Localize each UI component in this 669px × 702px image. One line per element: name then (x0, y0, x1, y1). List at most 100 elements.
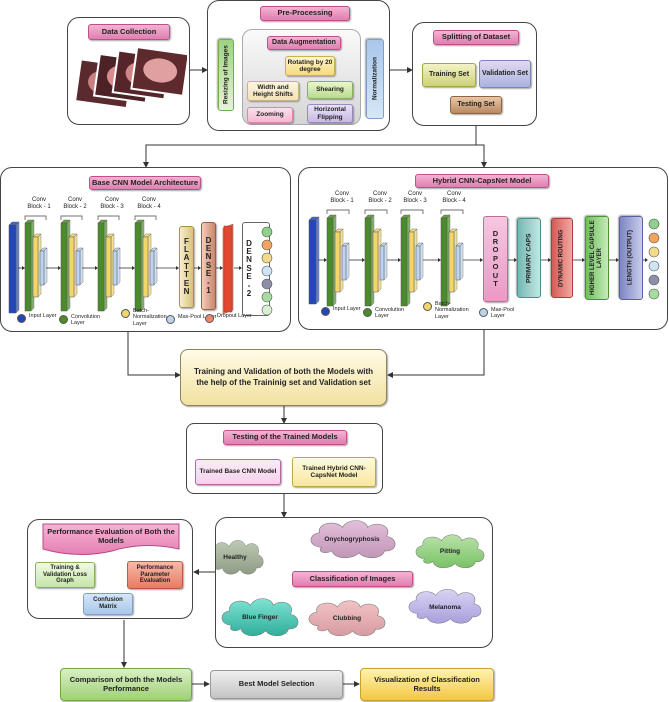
legend-label: Input Layer (333, 306, 361, 312)
flow-arrow-head (438, 258, 441, 262)
hybrid-output-nodes (648, 218, 660, 300)
resizing-label: Resizing of Images (218, 39, 234, 111)
conv-block-label: Conv Block - 1 (330, 191, 354, 204)
hybrid-title: Hybrid CNN-CapsNet Model (415, 174, 549, 188)
conv-block-label: Conv Block - 4 (442, 191, 466, 204)
best-model-box: Best Model Selection (210, 670, 343, 699)
legend-swatch (321, 307, 330, 316)
trained-hybrid-label: Trained Hybrid CNN-CapsNet Model (292, 457, 376, 487)
base-cnn-diagram (8, 215, 242, 315)
block-brace (440, 209, 464, 214)
cloud-blue-finger (221, 598, 299, 637)
base-cnn-title: Base CNN Model Architecture (89, 176, 201, 190)
flow-arrow-head (362, 258, 365, 262)
legend-swatch (121, 309, 130, 318)
loss-graph-label: Training & Validation Loss Graph (35, 562, 95, 588)
conv-block-label: Conv Block - 2 (368, 191, 392, 204)
cloud-layer (216, 520, 485, 637)
normalization-label: Normalization (366, 39, 384, 119)
trained-base-label: Trained Base CNN Model (195, 459, 281, 485)
hybrid-diagram (308, 209, 648, 307)
max-pool-layer (149, 247, 158, 286)
legend-item: Batch-Normalization Layer (121, 308, 177, 327)
legend-label: Max-Pool Layer (178, 314, 217, 320)
conv-layer (97, 219, 108, 312)
flow-arrow-head (176, 266, 179, 270)
block-brace (134, 215, 157, 220)
flow-arrow-head (480, 258, 483, 262)
preprocessing-title: Pre-Processing (260, 6, 350, 21)
confusion-matrix-label: Confusion Matrix (83, 593, 133, 615)
class-melanoma-label: Melanoma (429, 604, 461, 611)
output-node (261, 226, 273, 238)
flipping-label: Horizontal Flipping (307, 104, 353, 123)
output-node (648, 218, 660, 230)
output-node (261, 304, 273, 316)
rotating-label: Rotating by 20 degree (285, 56, 335, 76)
length-output-layer: LENGTH (OUTPUT) (619, 216, 643, 300)
training-validation-box: Training and Validation of both the Mode… (180, 349, 387, 406)
legend-swatch (166, 315, 175, 324)
performance-panel: Performance Evaluation of Both the Model… (27, 519, 193, 619)
dynamic-routing-layer: DYNAMIC ROUTING (551, 218, 573, 298)
legend-swatch (59, 315, 68, 324)
base-output-nodes (261, 226, 273, 316)
cloud-healthy (216, 540, 264, 575)
output-node (648, 246, 660, 258)
testing-set-label: Testing Set (450, 96, 502, 114)
conv-layer (326, 214, 337, 307)
max-pool-layer (415, 242, 424, 281)
legend-item: Max-Pool Layer (479, 307, 519, 320)
class-clubbing-label: Clubbing (332, 615, 362, 622)
cloud-melanoma (408, 589, 482, 624)
output-node (648, 260, 660, 272)
visualization-box: Visualization of Classification Results (360, 668, 494, 701)
data-collection-title: Data Collection (88, 24, 170, 40)
input-layer (308, 216, 320, 305)
conv-layer (24, 219, 35, 312)
flow-arrow-head (616, 258, 619, 262)
legend-item: Input Layer (321, 306, 361, 316)
splitting-panel: Splitting of Dataset Training Set Valida… (412, 22, 537, 126)
legend-item: Batch-Normalization Layer (423, 301, 479, 320)
flow-arrow-head (95, 266, 98, 270)
output-node (648, 274, 660, 286)
training-set-label: Training Set (422, 63, 476, 87)
performance-banner (42, 523, 180, 556)
base-cnn-panel: Base CNN Model Architecture Conv Block -… (0, 167, 291, 332)
legend-item: Convolution Layer (59, 314, 115, 327)
hybrid-panel: Hybrid CNN-CapsNet Model Conv Block - 1 … (298, 167, 668, 330)
flow-arrow-head (398, 258, 401, 262)
nail-image-stack (74, 45, 187, 110)
legend-label: Convolution Layer (375, 307, 405, 320)
block-brace (364, 209, 388, 214)
class-pitting-label: Pitting (439, 548, 461, 555)
conv-layer (134, 219, 145, 312)
conv-block-label: Conv Block - 2 (63, 197, 87, 210)
conv-layer (60, 219, 71, 312)
class-onychogryphosis-label: Onychogryphosis (324, 536, 380, 543)
max-pool-layer (379, 242, 388, 281)
cloud-onychogryphosis (310, 520, 396, 559)
legend-item: Input Layer (17, 313, 57, 323)
legend-item: Max-Pool Layer (166, 314, 217, 324)
output-node (261, 291, 273, 303)
parameter-evaluation-label: Performance Parameter Evaluation (127, 561, 183, 589)
flow-arrow-head (239, 266, 242, 270)
splitting-title: Splitting of Dataset (433, 30, 519, 45)
data-collection-panel: Data Collection (67, 17, 190, 125)
block-brace (400, 209, 424, 214)
max-pool-layer (455, 242, 464, 281)
block-brace (60, 215, 83, 220)
augmentation-title: Data Augmentation (267, 36, 341, 50)
legend-swatch (479, 308, 488, 317)
conv-block-label: Conv Block - 3 (403, 191, 427, 204)
flow-arrow-head (220, 266, 223, 270)
conv-layer (440, 214, 451, 307)
legend-label: Dropout Layer (217, 313, 252, 319)
block-brace (326, 209, 350, 214)
legend-label: Max-Pool Layer (491, 307, 515, 320)
